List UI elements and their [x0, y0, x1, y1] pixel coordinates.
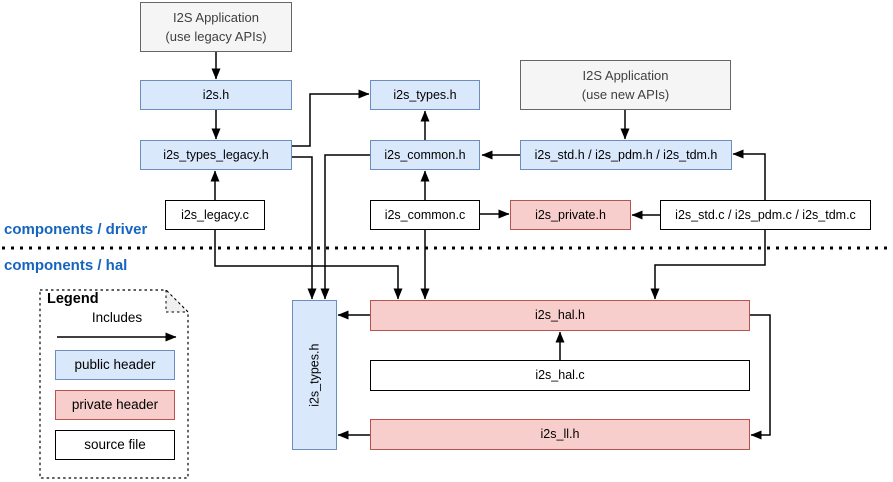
legend-fold-corner	[165, 288, 190, 313]
legend-item-private-header: private header	[55, 390, 175, 420]
node-i2s-types-h-driver: i2s_types.h	[370, 80, 480, 110]
node-label: i2s_common.c	[384, 207, 466, 222]
edge-i2s-hal-h-to-i2s-ll-h	[750, 314, 771, 440]
node-i2s-ll-h: i2s_ll.h	[370, 419, 750, 450]
node-i2s-types-legacy-h: i2s_types_legacy.h	[140, 140, 292, 170]
node-i2s-std-pdm-tdm-h: i2s_std.h / i2s_pdm.h / i2s_tdm.h	[520, 140, 732, 170]
node-sublabel: (use legacy APIs)	[165, 29, 267, 44]
legend-item-source-file: source file	[55, 430, 175, 460]
node-i2s-legacy-c: i2s_legacy.c	[165, 200, 265, 230]
node-label: i2s_hal.c	[535, 368, 585, 383]
node-label: i2s.h	[202, 87, 230, 102]
node-i2s-application-new: I2S Application (use new APIs)	[520, 60, 731, 110]
node-label: i2s_hal.h	[534, 308, 586, 323]
node-i2s-std-pdm-tdm-c: i2s_std.c / i2s_pdm.c / i2s_tdm.c	[660, 200, 871, 230]
node-i2s-types-h-hal: i2s_types.h	[292, 300, 337, 450]
node-i2s-hal-h: i2s_hal.h	[370, 300, 750, 331]
node-label: i2s_std.c / i2s_pdm.c / i2s_tdm.c	[675, 207, 856, 222]
node-label: i2s_types.h	[307, 343, 322, 407]
node-label: i2s_private.h	[535, 207, 606, 222]
node-label: i2s_std.h / i2s_pdm.h / i2s_tdm.h	[534, 147, 718, 162]
edge-i2s-legacy-c-to-i2s-hal-h	[214, 230, 403, 300]
legend-item-label: source file	[84, 437, 146, 453]
legend-item-label: public header	[74, 357, 156, 373]
edge-i2s-common-h-to-i2s-types-h-hal	[320, 154, 370, 300]
node-i2s-hal-c: i2s_hal.c	[370, 360, 750, 391]
node-i2s-private-h: i2s_private.h	[510, 200, 631, 230]
legend-item-label: private header	[71, 397, 159, 413]
node-label: i2s_types_legacy.h	[163, 147, 269, 162]
node-sublabel: (use new APIs)	[581, 87, 670, 102]
node-label: I2S Application	[172, 9, 259, 25]
node-label: i2s_types.h	[393, 87, 457, 102]
node-label: i2s_common.h	[384, 147, 466, 162]
section-label-hal: components / hal	[4, 257, 128, 274]
edge-i2s-types-legacy-h-to-i2s-types-h-hal	[292, 156, 317, 300]
section-label-driver: components / driver	[4, 221, 148, 238]
legend-includes-label: Includes	[91, 310, 143, 325]
legend-title: Legend	[47, 291, 99, 307]
node-label: i2s_ll.h	[540, 427, 580, 442]
legend-item-public-header: public header	[55, 350, 175, 380]
node-i2s-h: i2s.h	[140, 80, 292, 110]
node-i2s-application-legacy: I2S Application (use legacy APIs)	[140, 2, 292, 52]
node-label: i2s_legacy.c	[181, 207, 249, 222]
node-i2s-common-c: i2s_common.c	[370, 200, 480, 230]
node-i2s-common-h: i2s_common.h	[370, 140, 480, 170]
node-label: I2S Application	[582, 67, 669, 83]
edge-i2s-std-c-to-i2s-hal-h	[650, 230, 766, 300]
edge-i2s-std-c-to-i2s-std-h	[732, 149, 766, 200]
edge-i2s-types-legacy-h-to-i2s-types-h-driver	[292, 89, 370, 147]
